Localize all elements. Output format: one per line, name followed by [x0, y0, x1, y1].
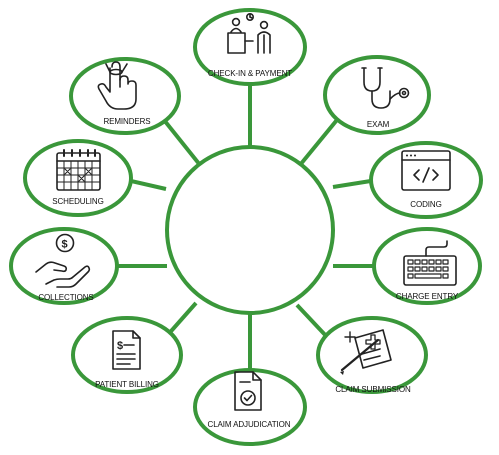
- finger-string-icon: [97, 61, 137, 110]
- node-label: REMINDERS: [103, 117, 150, 126]
- keyboard-icon: [403, 240, 457, 286]
- node-collections: $ COLLECTIONS: [9, 227, 119, 305]
- hand-dollar-coin-icon: $: [35, 233, 91, 288]
- calendar-icon: [56, 149, 101, 191]
- node-label: PATIENT BILLING: [95, 380, 159, 389]
- reception-desk-icon: [227, 13, 271, 54]
- node-label: CHECK-IN & PAYMENT: [208, 69, 292, 78]
- node-claim-submission: CLAIM SUBMISSION: [316, 316, 428, 394]
- node-label: COLLECTIONS: [38, 293, 93, 302]
- node-label: EXAM: [367, 120, 390, 129]
- central-hub-circle: [165, 145, 335, 315]
- node-claim-adjudication: CLAIM ADJUDICATION: [193, 368, 307, 446]
- node-label: CLAIM ADJUDICATION: [208, 420, 291, 429]
- node-coding: CODING: [369, 141, 483, 219]
- node-patient-billing: $ PATIENT BILLING: [71, 316, 183, 394]
- stethoscope-icon: [361, 67, 410, 109]
- node-label: CLAIM SUBMISSION: [335, 385, 411, 394]
- node-check-in-payment: CHECK-IN & PAYMENT: [193, 8, 307, 86]
- medical-claim-form-icon: [340, 329, 392, 375]
- svg-text:$: $: [62, 239, 68, 251]
- node-reminders: REMINDERS: [69, 57, 181, 135]
- node-exam: EXAM: [323, 55, 431, 135]
- code-window-icon: [401, 150, 451, 191]
- node-label: CODING: [410, 200, 441, 209]
- node-charge-entry: CHARGE ENTRY: [372, 227, 482, 305]
- svg-text:$: $: [117, 340, 123, 352]
- node-scheduling: SCHEDULING: [23, 139, 133, 217]
- invoice-document-icon: $: [112, 330, 141, 370]
- node-label: SCHEDULING: [52, 197, 103, 206]
- document-check-icon: [234, 371, 262, 411]
- node-label: CHARGE ENTRY: [396, 292, 459, 301]
